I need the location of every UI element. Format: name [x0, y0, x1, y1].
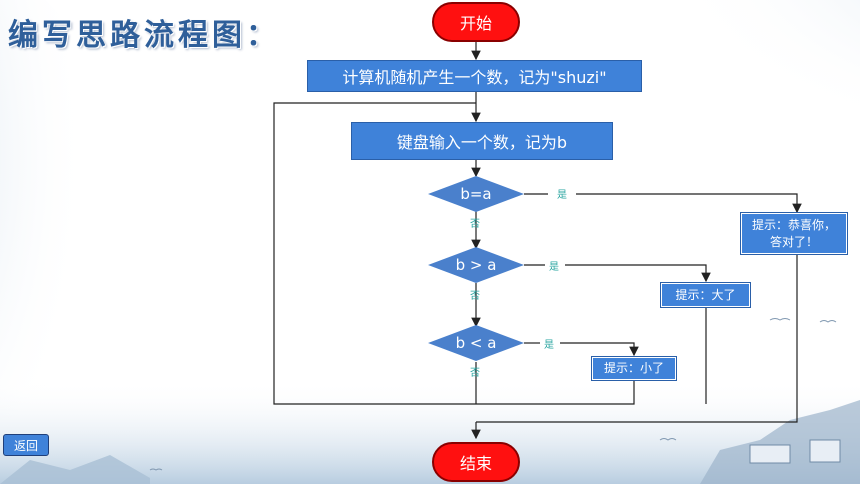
input-number-node: 键盘输入一个数，记为b [351, 122, 613, 160]
hint-too-big-node: 提示：大了 [660, 282, 751, 308]
decision-gt-shape [428, 247, 524, 283]
end-node: 结束 [432, 442, 520, 482]
back-button[interactable]: 返回 [3, 434, 49, 456]
decision-lt-label: b < a [455, 334, 497, 352]
no-label-eq: 否 [470, 219, 480, 230]
no-label-lt: 否 [470, 368, 480, 379]
decision-gt-label: b > a [455, 256, 497, 274]
decision-lt-shape [428, 325, 524, 361]
yes-label-lt: 是 [544, 340, 554, 351]
start-node: 开始 [432, 2, 520, 42]
hint-correct-node: 提示：恭喜你，答对了！ [740, 212, 848, 255]
decision-eq-label: b=a [460, 185, 492, 203]
no-label-gt: 否 [470, 291, 480, 302]
yes-label-gt: 是 [549, 262, 559, 273]
page-title: 编写思路流程图： [8, 18, 280, 53]
generate-number-node: 计算机随机产生一个数，记为"shuzi" [307, 60, 642, 92]
hint-too-small-node: 提示：小了 [591, 356, 677, 381]
decision-eq-shape [428, 176, 524, 212]
yes-label-eq: 是 [557, 190, 567, 201]
